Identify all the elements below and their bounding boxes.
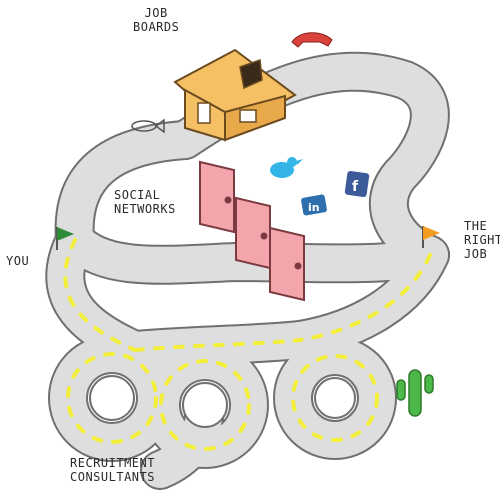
svg-text:f: f	[352, 179, 359, 195]
svg-text:in: in	[308, 201, 320, 214]
the-right-job-label: THE RIGHT JOB	[464, 219, 500, 261]
facebook-icon: f	[344, 170, 370, 198]
door	[199, 160, 235, 234]
start-flag-icon	[56, 227, 74, 250]
loop-centers	[89, 375, 356, 428]
lane-markings	[63, 238, 432, 451]
you-label: YOU	[6, 254, 30, 268]
social-networks-label: SOCIAL NETWORKS	[114, 188, 176, 216]
finish-flag-icon	[422, 226, 440, 248]
linkedin-icon: in	[301, 194, 327, 216]
phone-icon	[291, 32, 333, 48]
social-network-doors	[199, 160, 305, 302]
job-boards-label: JOB BOARDS	[133, 6, 180, 34]
recruitment-consultants-label: RECRUITMENT CONSULTANTS	[70, 456, 155, 484]
cactus-icon	[396, 369, 434, 417]
fish-icon	[131, 118, 165, 134]
door	[269, 226, 305, 302]
job-board-house-icon	[173, 48, 297, 142]
twitter-bird-icon	[270, 157, 303, 178]
